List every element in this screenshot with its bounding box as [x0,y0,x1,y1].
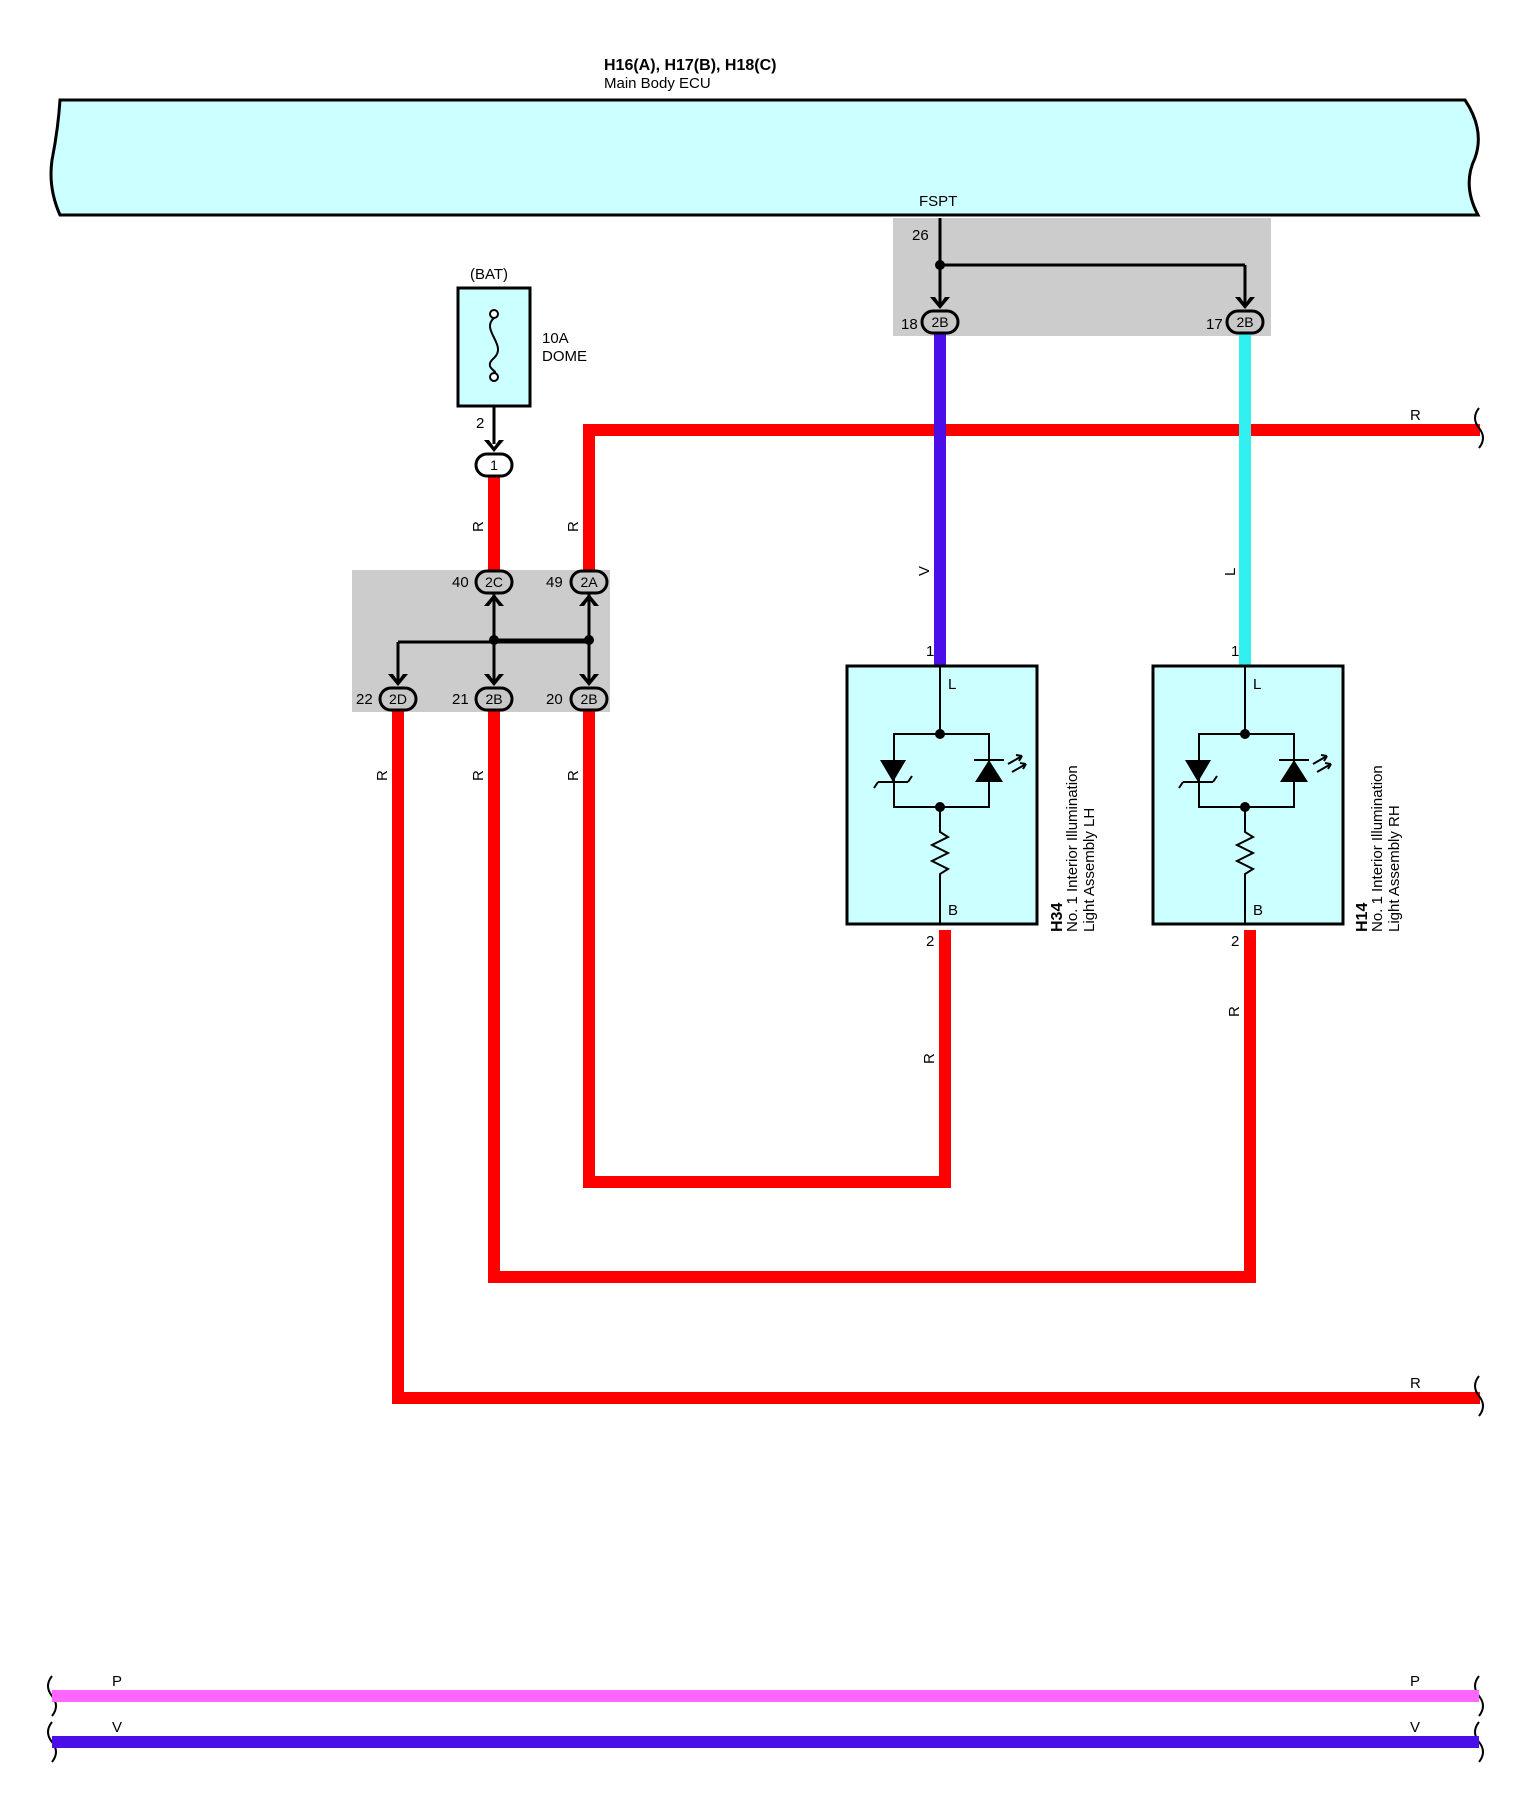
svg-text:2B: 2B [485,691,502,707]
main-body-ecu: H16(A), H17(B), H18(C) Main Body ECU FSP… [49,57,1481,217]
ecu-terminal-fspt: FSPT [919,193,957,210]
svg-text:49: 49 [546,574,563,591]
lamp-assembly-lh: 1 L B 2 H34 No. 1 Interior Illumination … [845,643,1098,950]
label-r-top: R [565,521,582,532]
svg-text:2B: 2B [580,691,597,707]
label-r-21: R [470,770,487,781]
wire-red-top [583,424,1480,584]
zener-diode-icon [1178,760,1218,789]
wire-red-bottom [392,704,1480,1404]
led-icon [1279,754,1332,782]
svg-text:22: 22 [356,691,373,708]
wire-break-marks [47,407,1484,1763]
lamp-lh-term-l: L [948,676,956,693]
connector-17-2b: 17 2B [1206,309,1265,335]
lamp-rh-term-l: L [1253,676,1261,693]
connector-c1: 1 [474,452,514,478]
label-r-fuse: R [470,521,487,532]
label-p-right: P [1410,1673,1420,1690]
lamp-rh-line2: Light Assembly RH [1386,805,1403,932]
label-r-20: R [565,770,582,781]
red-wires [392,424,1480,1404]
connector-18-2b: 18 2B [901,309,960,335]
svg-text:18: 18 [901,316,918,333]
resistor-icon [1234,807,1256,924]
wire-labels: R R R V L R R R R R R [374,407,1421,1392]
ecu-connector-ref: H16(A), H17(B), H18(C) [604,57,776,74]
label-l: L [1222,568,1239,576]
label-v-left: V [112,1719,122,1736]
led-icon [974,754,1027,782]
wire-red-rh-return [488,704,1256,1283]
label-r-lh: R [921,1053,938,1064]
connector-22-2d: 22 2D [356,686,418,712]
resistor-icon [929,807,951,924]
svg-text:2A: 2A [580,574,598,590]
svg-text:2C: 2C [485,574,503,590]
lamp-rh-line1: No. 1 Interior Illumination [1369,765,1386,932]
label-v: V [916,566,933,576]
label-v-right: V [1410,1719,1420,1736]
connector-40-2c: 40 2C [452,569,514,595]
zener-diode-icon [873,760,913,789]
lamp-rh-pin-1: 1 [1231,643,1239,660]
lamp-lh-pin-1: 1 [926,643,934,660]
lamp-lh-line2: Light Assembly LH [1081,808,1098,932]
fuse-out-pin: 2 [476,415,484,432]
ecu-name: Main Body ECU [604,75,711,92]
svg-text:21: 21 [452,691,469,708]
svg-text:2B: 2B [931,314,948,330]
fuse-10a-dome: (BAT) 10A DOME 2 [456,266,587,452]
fuse-rating: 10A [542,330,569,347]
connector-20-2b: 20 2B [546,686,609,712]
svg-text:17: 17 [1206,316,1223,333]
svg-text:2D: 2D [389,691,407,707]
lamp-lh-pin-2: 2 [926,933,934,950]
svg-text:20: 20 [546,691,563,708]
lamp-rh-term-b: B [1253,902,1263,919]
lamp-assembly-rh: 1 L B 2 H14 No. 1 Interior Illumination … [1151,643,1403,950]
fuse-source-label: (BAT) [470,266,508,283]
svg-text:2B: 2B [1236,314,1253,330]
label-r-bottom-right: R [1410,1375,1421,1392]
connector-21-2b: 21 2B [452,686,514,712]
connector-49-2a: 49 2A [546,569,609,595]
svg-text:1: 1 [490,457,498,473]
pin-26: 26 [912,227,929,244]
svg-text:40: 40 [452,574,469,591]
fuse-name: DOME [542,348,587,365]
lamp-lh-line1: No. 1 Interior Illumination [1064,765,1081,932]
lamp-rh-pin-2: 2 [1231,933,1239,950]
label-r-22: R [374,770,391,781]
label-p-left: P [112,1673,122,1690]
lamp-rh-ref: H14 [1354,903,1371,932]
lamp-lh-term-b: B [948,902,958,919]
label-r-top-right: R [1410,407,1421,424]
wire-red-lh-return [583,704,951,1188]
lamp-lh-ref: H34 [1049,903,1066,932]
label-r-rh: R [1226,1006,1243,1017]
